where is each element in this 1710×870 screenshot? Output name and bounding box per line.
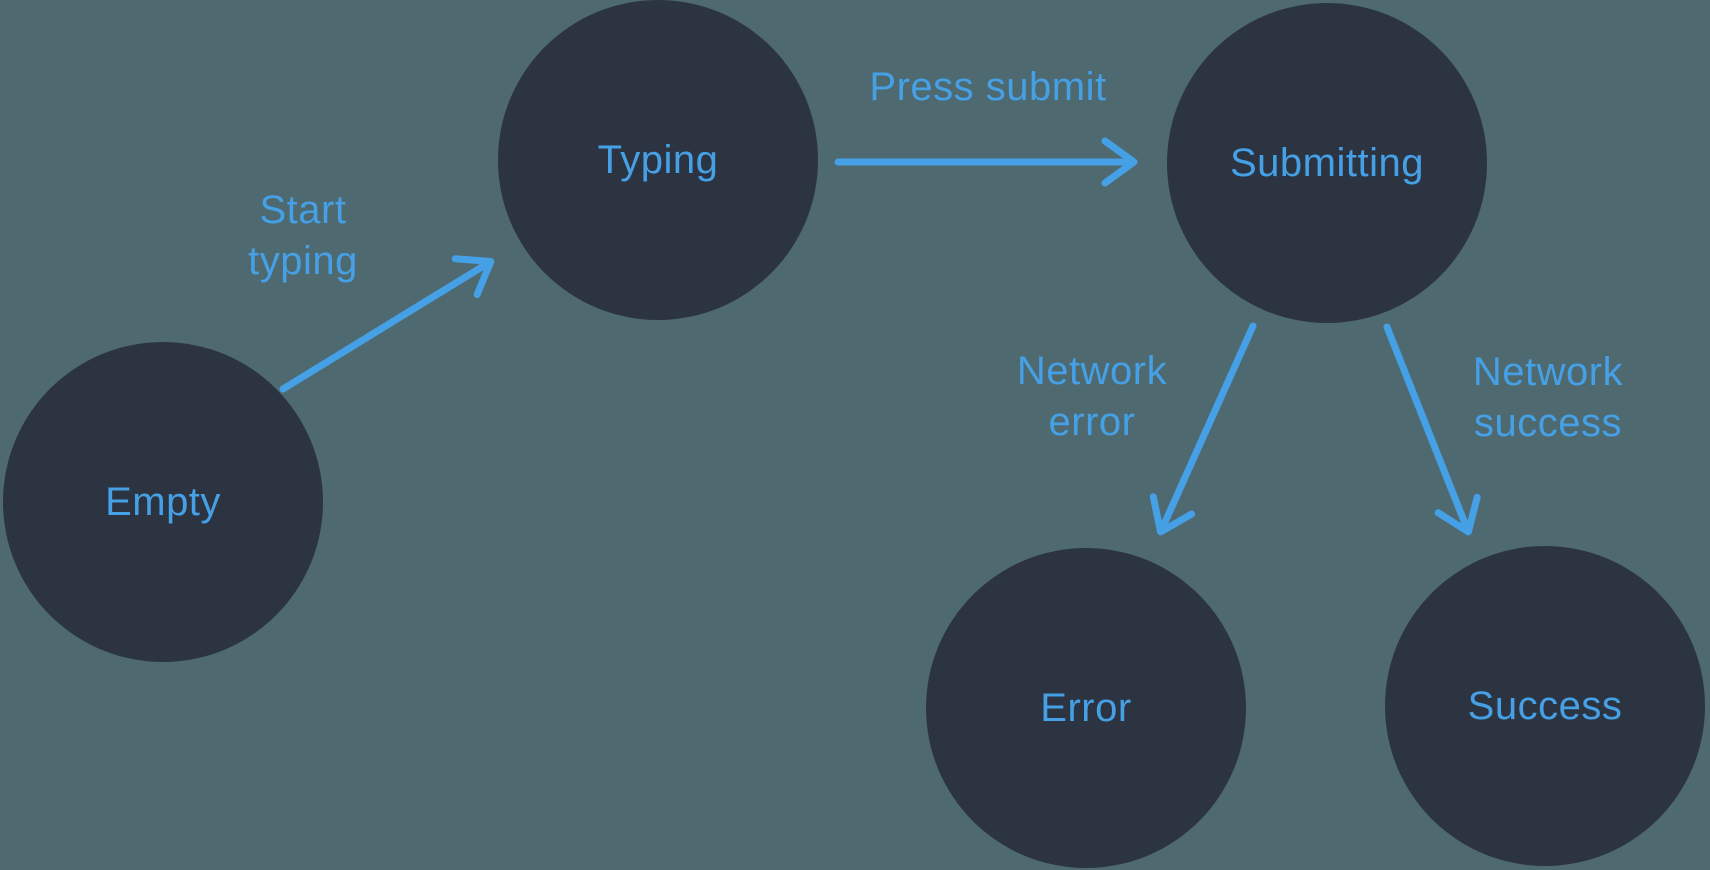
state-node-typing: Typing	[498, 0, 818, 320]
edge-label-line: Press submit	[869, 65, 1107, 109]
state-label-submitting: Submitting	[1230, 140, 1424, 185]
edge-label-line: Start	[259, 188, 347, 232]
edge-submitting-to-error	[1149, 322, 1257, 536]
edge-label-line: Network	[1472, 350, 1624, 394]
state-label-typing: Typing	[597, 137, 719, 182]
state-node-success: Success	[1385, 546, 1705, 866]
state-label-error: Error	[1040, 685, 1132, 730]
edge-label-start-typing: Start typing	[183, 185, 423, 287]
edge-label-line: Network	[1016, 349, 1168, 393]
edge-label-line: success	[1474, 401, 1622, 445]
state-node-empty: Empty	[3, 342, 323, 662]
edge-empty-to-typing	[279, 255, 495, 393]
edge-label-network-error: Network error	[962, 346, 1222, 448]
edge-label-line: error	[1048, 400, 1136, 444]
state-node-submitting: Submitting	[1167, 3, 1487, 323]
edge-label-line: typing	[248, 239, 358, 283]
edge-label-press-submit: Press submit	[828, 62, 1148, 113]
state-label-success: Success	[1467, 683, 1623, 728]
state-label-empty: Empty	[105, 479, 221, 524]
state-node-error: Error	[926, 548, 1246, 868]
edge-submitting-to-success	[1383, 323, 1481, 536]
edge-label-network-success: Network success	[1418, 347, 1678, 449]
